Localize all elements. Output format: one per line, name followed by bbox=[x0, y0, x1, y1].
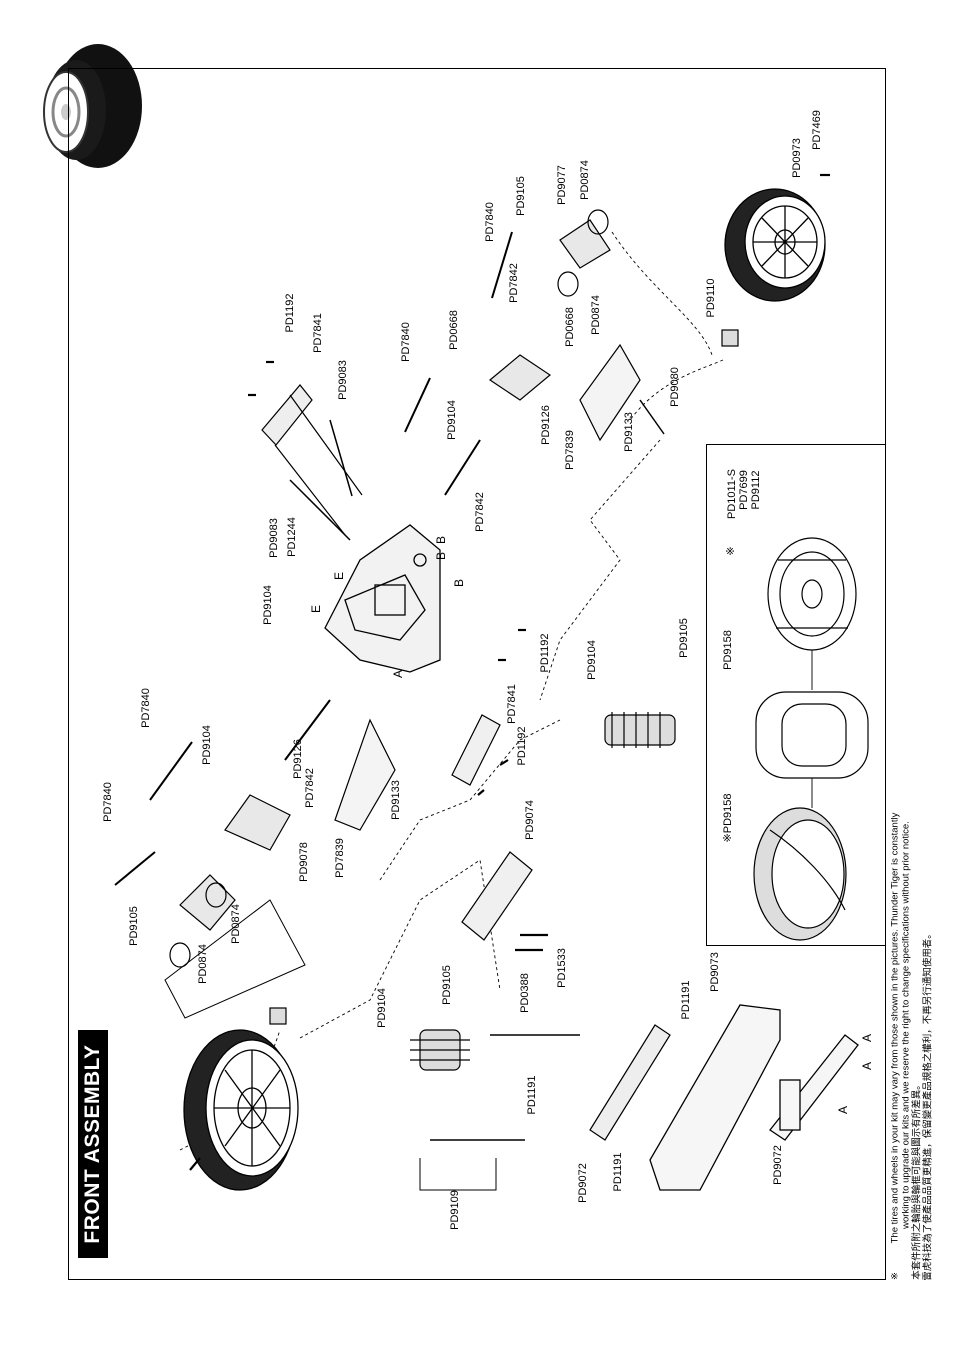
footnote-line: 雷虎科技為了使產品品質更精進，保留變更產品規格之權利，不再另行通知使用者。 bbox=[922, 929, 934, 1281]
screws bbox=[189, 173, 830, 1171]
part-label: PD9109 bbox=[449, 1190, 461, 1230]
upper-arm-mount bbox=[261, 384, 363, 536]
assembly-mark: A bbox=[860, 1061, 874, 1071]
front-bulkhead bbox=[324, 524, 441, 673]
part-label: PD7839 bbox=[564, 430, 576, 470]
part-label: PD9083 bbox=[337, 360, 349, 400]
wheel-inset-box bbox=[706, 444, 886, 946]
part-label: PD9072 bbox=[772, 1145, 784, 1185]
shock-tower bbox=[451, 714, 533, 941]
axle-pin-bracket bbox=[419, 1158, 497, 1191]
part-label: PD9078 bbox=[298, 842, 310, 882]
part-label: PD7840 bbox=[484, 202, 496, 242]
part-label: PD0874 bbox=[230, 904, 242, 944]
part-label: PD9133 bbox=[623, 412, 635, 452]
assembly-mark: A bbox=[391, 669, 405, 679]
part-label: PD9105 bbox=[441, 965, 453, 1005]
footnote-symbol: ※ bbox=[889, 1272, 901, 1280]
tool-card bbox=[164, 899, 306, 1019]
assembly-guide-lines bbox=[179, 231, 724, 1151]
front-shock-lower bbox=[410, 1029, 470, 1071]
wheel-nut-right bbox=[721, 329, 739, 347]
part-label: PD9074 bbox=[524, 800, 536, 840]
part-label: PD1192 bbox=[516, 726, 528, 766]
part-label: PD9158 bbox=[722, 630, 734, 670]
part-label: PD7469 bbox=[811, 110, 823, 150]
footnote-line: The tires and wheels in your kit may var… bbox=[889, 812, 901, 1244]
part-label: PD7840 bbox=[102, 782, 114, 822]
part-label: PD7841 bbox=[312, 313, 324, 353]
part-label: PD9080 bbox=[669, 367, 681, 407]
tire-logo-icon bbox=[43, 44, 142, 168]
inset-wheel-rim bbox=[767, 537, 857, 651]
part-label: PD7839 bbox=[334, 838, 346, 878]
lower-arm-left bbox=[334, 343, 641, 831]
inset-group-label: PD9112 bbox=[750, 470, 762, 510]
part-label: PD0874 bbox=[590, 295, 602, 335]
assembly-mark: B bbox=[452, 578, 466, 588]
part-label: PD0668 bbox=[448, 310, 460, 350]
part-label: PD0668 bbox=[564, 307, 576, 347]
part-label: PD9126 bbox=[540, 405, 552, 445]
part-label: PD7842 bbox=[474, 492, 486, 532]
assembly-mark: A bbox=[836, 1105, 850, 1115]
part-label: PD9104 bbox=[586, 640, 598, 680]
turnbuckle-links bbox=[114, 231, 513, 886]
inset-foam-insert bbox=[755, 691, 869, 779]
assembly-mark: B bbox=[434, 551, 448, 561]
part-label: PD9133 bbox=[390, 780, 402, 820]
inset-group-symbol: ※ bbox=[725, 546, 737, 556]
assembly-mark: A bbox=[860, 1033, 874, 1043]
assembly-mark: B bbox=[434, 535, 448, 545]
part-label: PD9110 bbox=[705, 278, 717, 318]
wheel-nut-left bbox=[269, 1007, 287, 1025]
hinge-pins bbox=[289, 399, 665, 1141]
part-label: PD9104 bbox=[201, 725, 213, 765]
part-label: PD7842 bbox=[304, 768, 316, 808]
tire-upper-right bbox=[724, 188, 826, 302]
part-label: PD9104 bbox=[446, 400, 458, 440]
part-label: PD9083 bbox=[268, 518, 280, 558]
bumper-bracket bbox=[589, 1024, 671, 1141]
part-label: PD1244 bbox=[286, 517, 298, 557]
footnote-line: working to upgrade our kits and we reser… bbox=[900, 821, 912, 1229]
part-label: PD1192 bbox=[539, 633, 551, 673]
part-label: PD0874 bbox=[197, 944, 209, 984]
part-label: PD1191 bbox=[680, 980, 692, 1020]
part-label: PD0874 bbox=[579, 160, 591, 200]
part-label: PD9105 bbox=[128, 906, 140, 946]
part-label: PD9104 bbox=[376, 988, 388, 1028]
part-label: PD7840 bbox=[140, 688, 152, 728]
inset-tire bbox=[753, 807, 847, 941]
inset-group-label: PD7699 bbox=[738, 470, 750, 510]
front-tire-left bbox=[183, 1029, 299, 1191]
part-label: PD7842 bbox=[508, 263, 520, 303]
part-label: PD1192 bbox=[284, 293, 296, 333]
part-label: ※PD9158 bbox=[722, 793, 734, 843]
part-label: PD9126 bbox=[292, 739, 304, 779]
part-label: PD0973 bbox=[791, 138, 803, 178]
part-label: PD9104 bbox=[262, 585, 274, 625]
part-label: PD7841 bbox=[506, 684, 518, 724]
part-label: PD9073 bbox=[709, 952, 721, 992]
footnote-line: 本套件所附之輪胎與輪框可能與圖示有所差異。 bbox=[911, 1080, 923, 1280]
part-label: PD9072 bbox=[577, 1163, 589, 1203]
part-label: PD1191 bbox=[612, 1152, 624, 1192]
assembly-mark: E bbox=[332, 571, 346, 581]
part-label: PD9077 bbox=[556, 165, 568, 205]
title-banner bbox=[78, 1030, 108, 1258]
part-label: PD0388 bbox=[519, 973, 531, 1013]
part-label: PD7840 bbox=[400, 322, 412, 362]
front-bumper bbox=[649, 1004, 859, 1191]
assembly-mark: E bbox=[309, 604, 323, 614]
inset-group-label: PD1011-S bbox=[726, 469, 738, 519]
part-label: PD9105 bbox=[678, 618, 690, 658]
part-label: PD1533 bbox=[556, 948, 568, 988]
bearings bbox=[169, 209, 609, 968]
front-shock-upper bbox=[604, 712, 676, 748]
part-label: PD9105 bbox=[515, 176, 527, 216]
part-label: PD1191 bbox=[526, 1075, 538, 1115]
